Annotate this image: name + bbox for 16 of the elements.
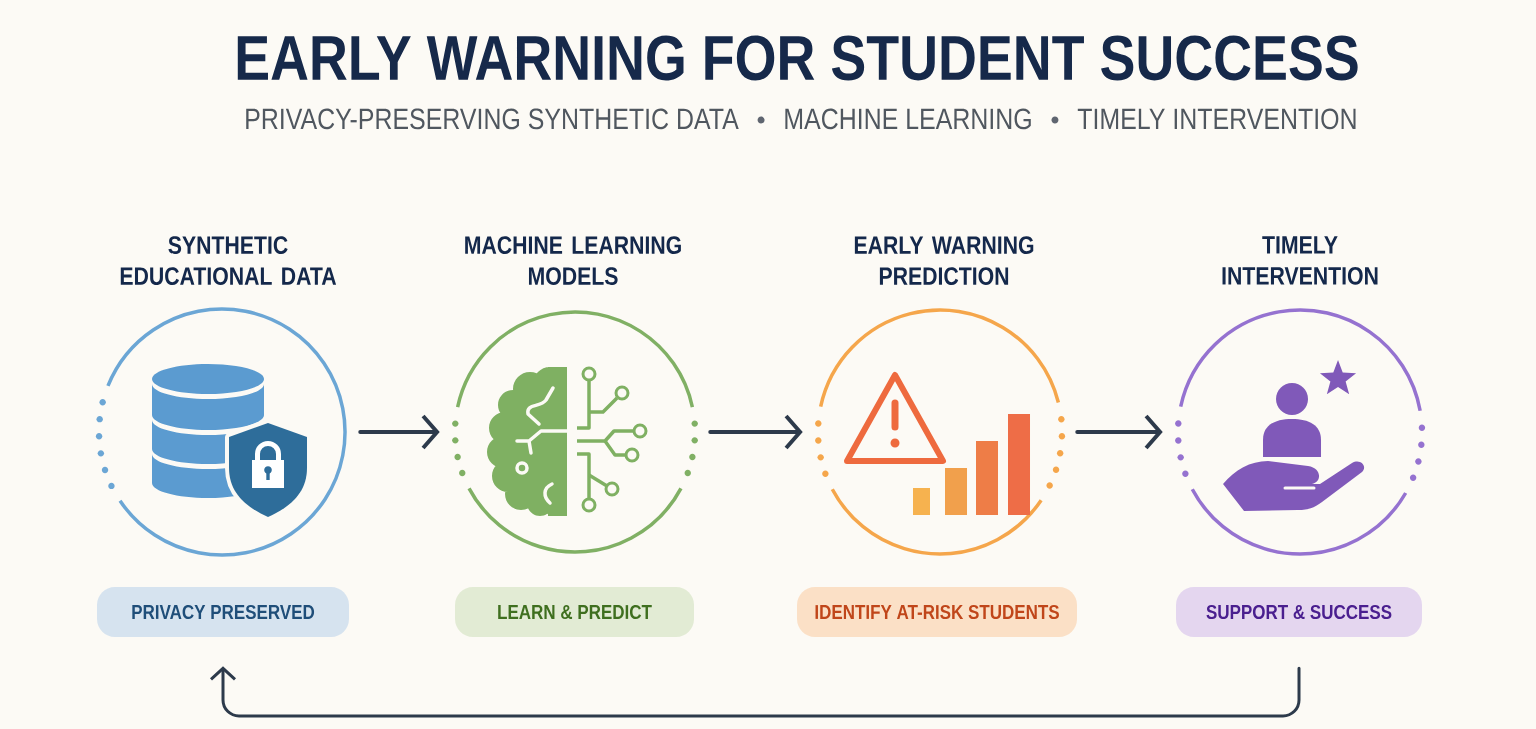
status-pill: LEARN & PREDICT <box>455 587 694 637</box>
status-pill: PRIVACY PRESERVED <box>97 587 349 637</box>
subtitle: TIMELY INTERVENTION <box>1077 108 1356 130</box>
step-heading: TIMELY INTERVENTION <box>1222 236 1378 285</box>
subtitle: PRIVACY-PRESERVING SYNTHETIC DATA <box>246 108 739 130</box>
arrow <box>708 414 803 450</box>
subtitle: MACHINE LEARNING <box>785 108 1031 130</box>
arrow <box>210 666 1301 718</box>
step-heading: MACHINE LEARNING MODELS <box>465 236 681 285</box>
step-heading: EARLY WARNING PREDICTION <box>854 236 1034 285</box>
status-pill: IDENTIFY AT-RISK STUDENTS <box>797 587 1077 637</box>
status-pill: SUPPORT & SUCCESS <box>1176 587 1422 637</box>
arrow <box>358 414 440 450</box>
step-heading: SYNTHETIC EDUCATIONAL DATA <box>120 236 337 285</box>
arrow <box>1075 414 1163 450</box>
title: EARLY WARNING FOR STUDENT SUCCESS <box>237 35 1358 81</box>
